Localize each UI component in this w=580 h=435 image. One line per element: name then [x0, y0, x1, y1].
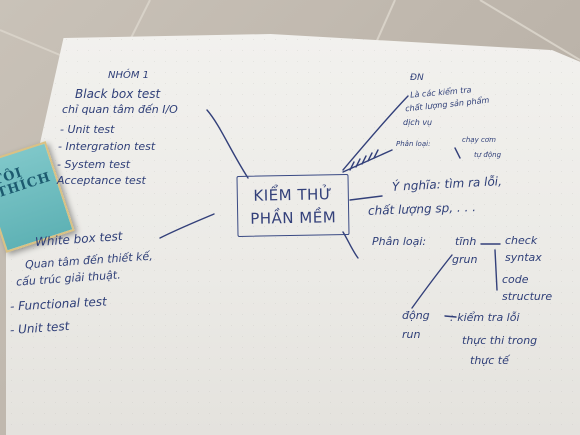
connector-white-box — [159, 213, 215, 239]
black-box-item-3: - System test — [57, 158, 131, 171]
connector-definition-hatch — [349, 149, 379, 171]
connector-classification — [342, 231, 359, 259]
connector-dynamic — [411, 254, 453, 309]
connector-black-box — [206, 109, 249, 179]
connector-static-branch — [494, 249, 498, 291]
definition-label: ĐN — [410, 73, 424, 83]
dynamic-detail-3: thực tế — [470, 354, 509, 367]
classification-static-sub: grun — [452, 253, 478, 266]
definition-line-3: dịch vụ — [403, 118, 433, 127]
dynamic-detail-1: : kiểm tra lỗi — [450, 311, 520, 324]
central-topic-box: KIỂM THỬ PHẦN MỀM — [236, 174, 350, 237]
definition-sub-value-2: tự động — [474, 151, 502, 159]
classification-dynamic-1: động — [402, 309, 430, 322]
static-detail-4: structure — [502, 290, 553, 303]
static-detail-3: code — [502, 273, 529, 286]
black-box-item-1: - Unit test — [60, 123, 115, 136]
static-detail-2: syntax — [505, 251, 542, 264]
static-detail-1: check — [505, 234, 538, 247]
connector-definition — [342, 95, 409, 171]
black-box-item-4: Acceptance test — [57, 174, 146, 187]
definition-sub-value-1: chạy cơm — [462, 136, 496, 144]
group-label: NHÓM 1 — [108, 70, 150, 81]
connector-dynamic-detail — [444, 315, 457, 318]
poster-paper — [6, 34, 580, 435]
black-box-item-2: - Intergration test — [58, 140, 156, 153]
dynamic-detail-2: thực thi trong — [462, 334, 538, 347]
definition-sub-label: Phân loại: — [396, 140, 431, 148]
classification-label: Phân loại: — [372, 235, 427, 248]
black-box-desc: chỉ quan tâm đến I/O — [62, 103, 178, 116]
classification-static: tĩnh — [455, 235, 477, 248]
central-topic-line-2: PHẦN MỀM — [250, 208, 337, 228]
definition-brace — [454, 147, 461, 159]
classification-dynamic-2: run — [402, 328, 421, 341]
connector-meaning — [349, 195, 383, 201]
central-topic-line-1: KIỂM THỬ — [253, 185, 333, 205]
black-box-title: Black box test — [75, 87, 161, 101]
